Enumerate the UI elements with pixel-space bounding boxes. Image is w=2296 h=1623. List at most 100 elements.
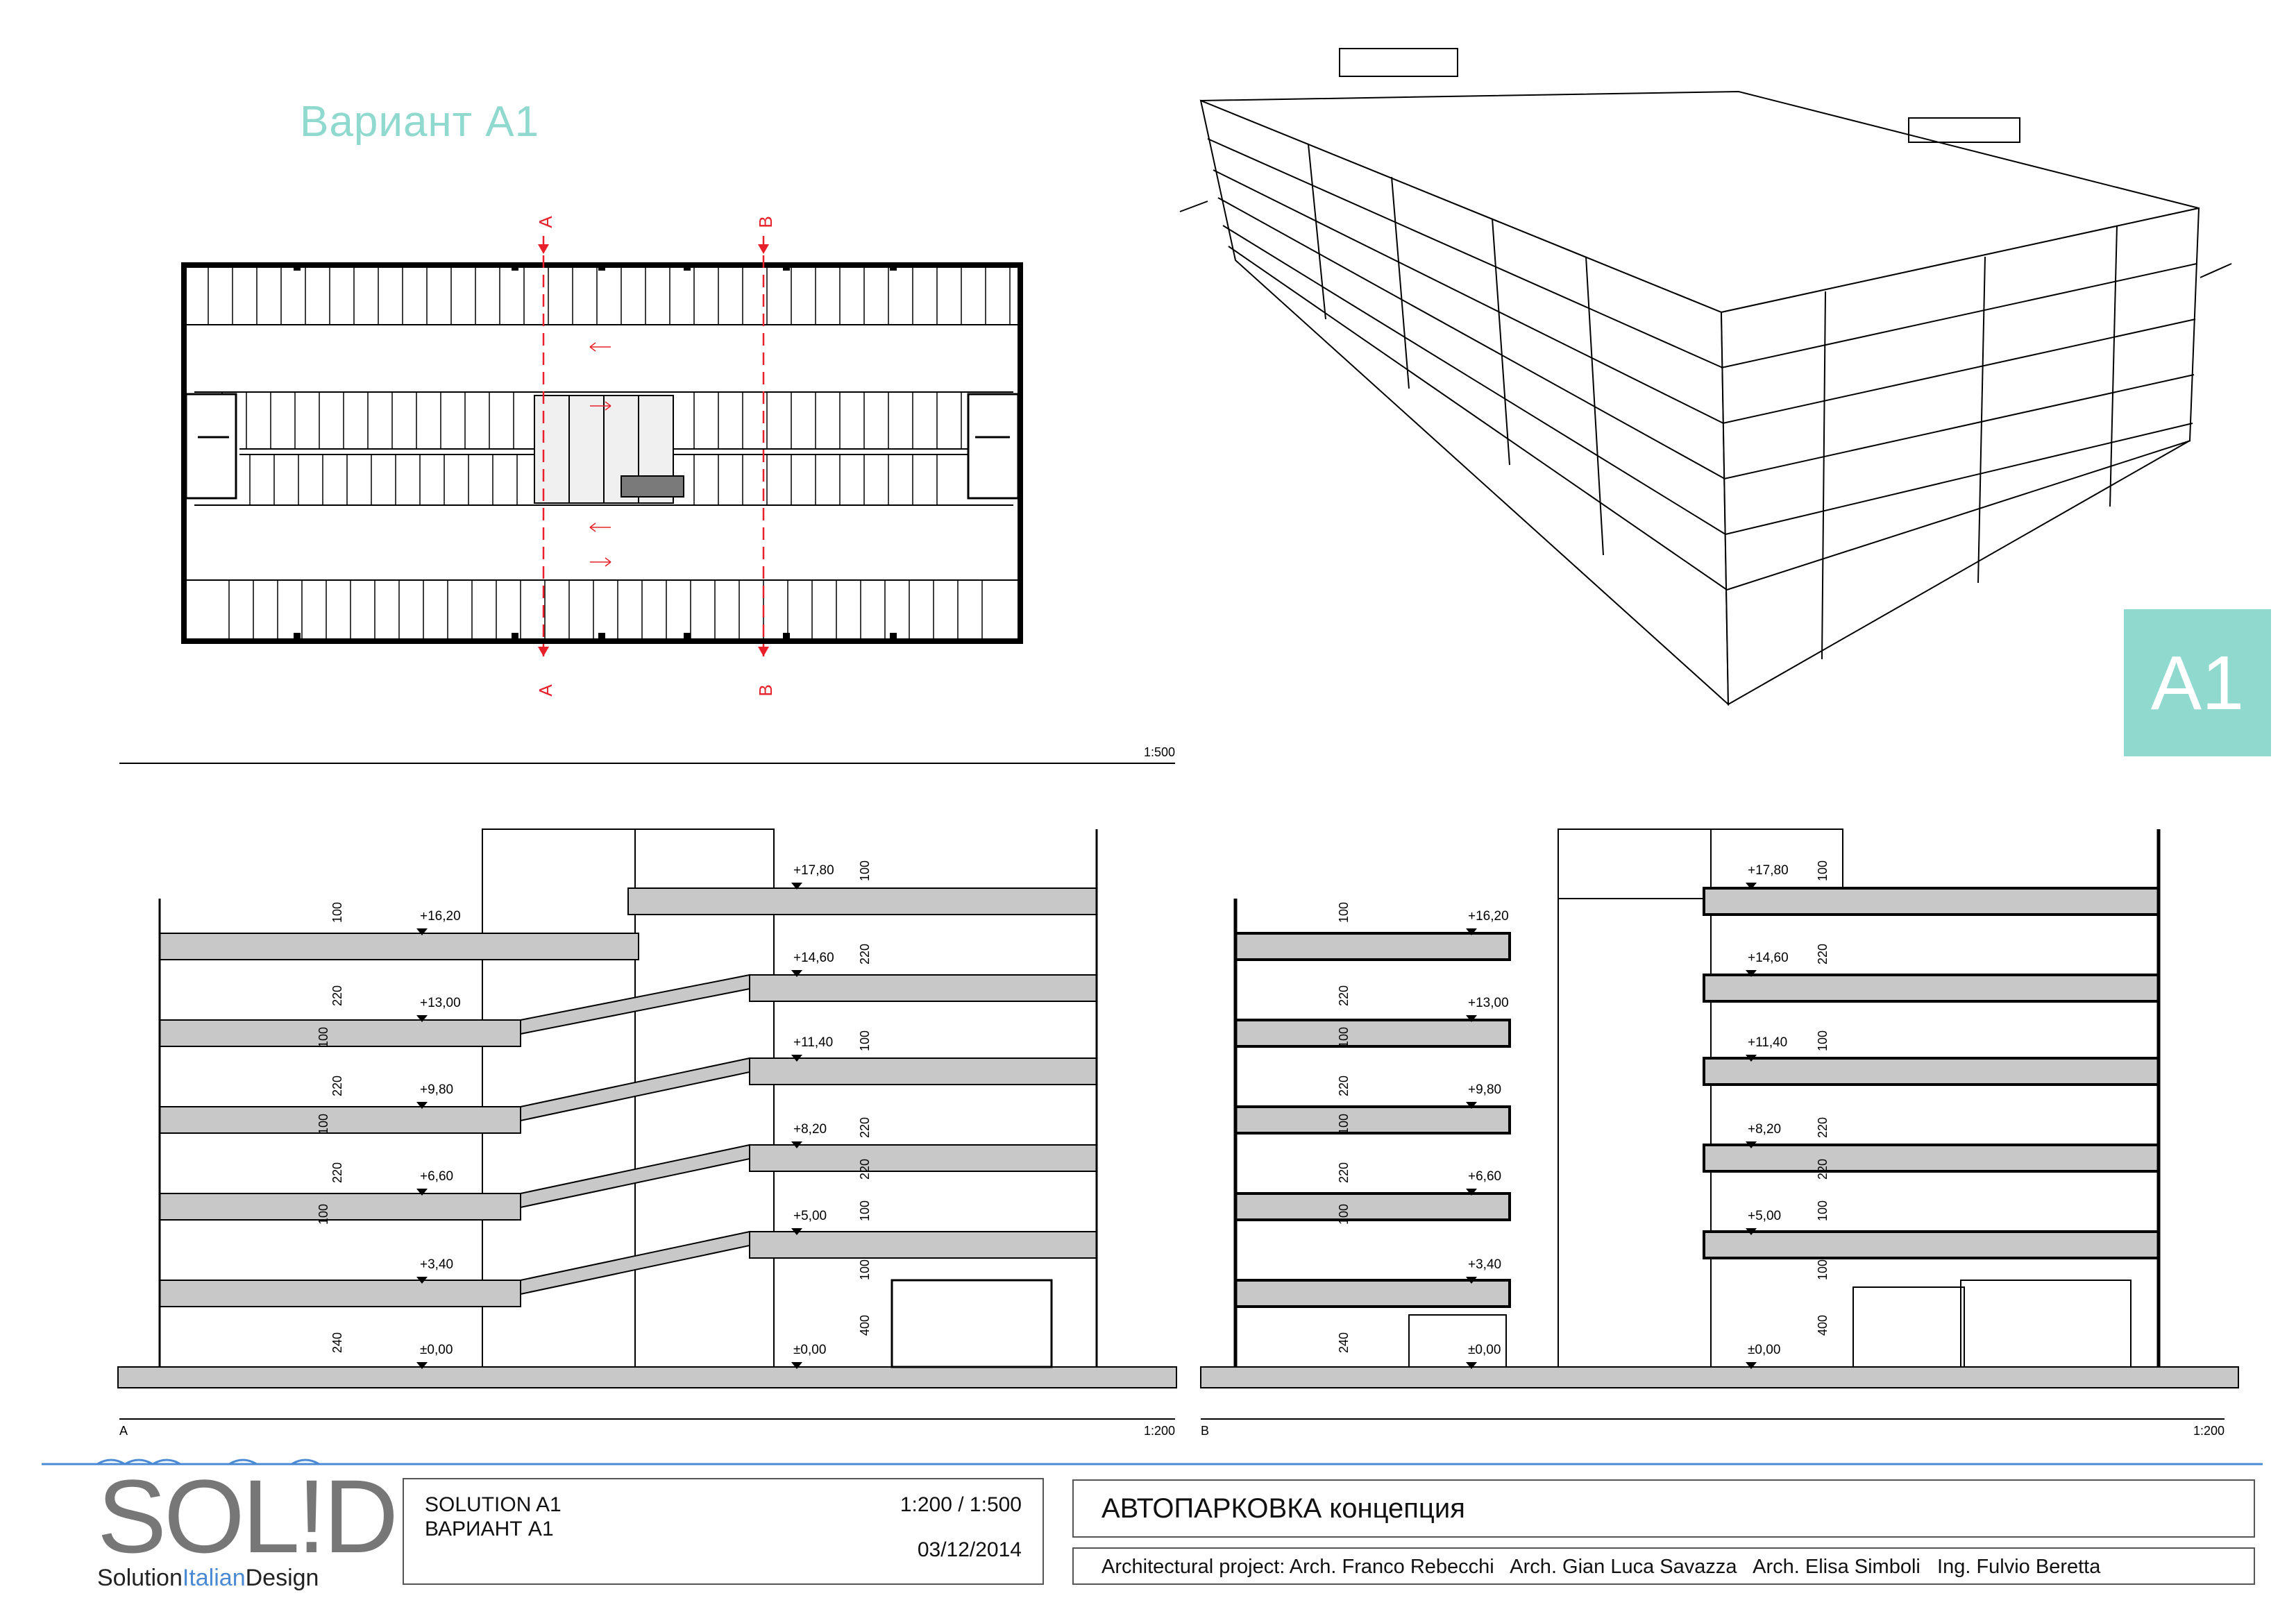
dim-a: 400: [858, 1315, 872, 1336]
logo-word-design: Design: [245, 1565, 319, 1591]
dim-b: 220: [1337, 1162, 1351, 1183]
level-b-1140: +11,40: [1748, 1035, 1787, 1050]
level-b-820: +8,20: [1748, 1122, 1781, 1137]
logo-tagline: SolutionItalianDesign: [97, 1565, 361, 1592]
section-b: +17,80 +16,20 +14,60 +13,00 +11,40 +9,80…: [1200, 829, 2239, 1438]
dim-a: 220: [858, 1117, 872, 1138]
dim-b: 100: [1816, 860, 1830, 881]
floor-plan: A B A B 1:500: [119, 216, 1175, 764]
level-a-1620: +16,20: [420, 909, 461, 924]
credits-box: Architectural project: Arch. Franco Rebe…: [1072, 1547, 2255, 1585]
dim-b: 220: [1816, 1117, 1830, 1138]
level-a-820: +8,20: [793, 1122, 827, 1137]
section-mark-a-bottom: A: [535, 684, 556, 697]
section-a-dims: 100 100 220 220 100 100 220 220 100 100 …: [316, 860, 872, 1353]
dim-b: 220: [1816, 1159, 1830, 1180]
section-b-label: B: [1201, 1424, 1209, 1438]
level-a-1780: +17,80: [793, 863, 834, 878]
solution-box: SOLUTION A1 ВАРИАНТ А1 1:200 / 1:500 03/…: [403, 1478, 1044, 1585]
columns: [294, 264, 897, 640]
dim-b: 220: [1816, 944, 1830, 965]
dim-a: 220: [330, 985, 344, 1006]
dim-b: 100: [1816, 1259, 1830, 1280]
solution-en: SOLUTION A1: [425, 1493, 562, 1516]
dim-b: 240: [1337, 1332, 1351, 1353]
perspective-view: [1179, 48, 2232, 706]
project-title-box: АВТОПАРКОВКА концепция: [1072, 1479, 2255, 1538]
solution-ru: ВАРИАНТ А1: [425, 1518, 554, 1540]
dim-a: 100: [858, 1030, 872, 1051]
level-a-660: +6,60: [420, 1169, 453, 1184]
level-a-1460: +14,60: [793, 951, 834, 965]
logo-word-solution: Solution: [97, 1565, 183, 1591]
variant-title: Вариант А1: [300, 98, 540, 146]
dim-a: 220: [330, 1076, 344, 1096]
section-lines: [542, 236, 765, 663]
dim-b: 100: [1337, 1114, 1351, 1135]
level-b-980: +9,80: [1468, 1082, 1501, 1097]
dim-b: 100: [1816, 1030, 1830, 1051]
dim-b: 220: [1337, 1076, 1351, 1096]
dim-a: 220: [858, 1159, 872, 1180]
dim-a: 220: [858, 944, 872, 965]
dim-a: 100: [858, 1200, 872, 1221]
logo-main: SOL!D: [97, 1458, 398, 1574]
level-a-000-left: ±0,00: [420, 1343, 453, 1357]
section-b-levels: +17,80 +16,20 +14,60 +13,00 +11,40 +9,80…: [1466, 863, 1789, 1369]
level-a-500: +5,00: [793, 1209, 827, 1223]
level-a-340: +3,40: [420, 1257, 453, 1272]
level-b-340: +3,40: [1468, 1257, 1501, 1272]
parking-stalls-top: [208, 267, 1011, 638]
level-a-1300: +13,00: [420, 996, 461, 1010]
dim-b: 100: [1337, 1027, 1351, 1048]
ramp-core: [534, 395, 684, 504]
section-mark-b-top: B: [755, 216, 776, 228]
section-b-dims: 100 100 220 220 100 100 220 220 100 100 …: [1337, 860, 1830, 1353]
level-b-1300: +13,00: [1468, 996, 1509, 1010]
dim-b: 220: [1337, 985, 1351, 1006]
dim-b: 100: [1337, 902, 1351, 923]
level-a-1140: +11,40: [793, 1035, 833, 1050]
dim-a: 100: [858, 860, 872, 881]
level-b-1620: +16,20: [1468, 909, 1509, 924]
dim-a: 100: [330, 902, 344, 923]
level-b-500: +5,00: [1748, 1209, 1781, 1223]
dim-a: 100: [316, 1027, 330, 1048]
drawing-date: 03/12/2014: [917, 1538, 1022, 1561]
section-mark-b-bottom: B: [755, 684, 776, 696]
dim-a: 100: [858, 1259, 872, 1280]
variant-badge: A1: [2124, 609, 2271, 756]
logo-word-italian: Italian: [182, 1565, 246, 1591]
dim-b: 100: [1816, 1200, 1830, 1221]
level-b-000-right: ±0,00: [1748, 1343, 1780, 1357]
level-b-1460: +14,60: [1748, 951, 1789, 965]
dim-a: 240: [330, 1332, 344, 1353]
stair-cores: [185, 393, 1020, 500]
section-b-slabs: [1200, 887, 2239, 1388]
dim-b: 100: [1337, 1204, 1351, 1225]
level-b-660: +6,60: [1468, 1169, 1501, 1184]
traffic-arrows: [589, 342, 611, 567]
dim-b: 400: [1816, 1315, 1830, 1336]
section-a-levels: +17,80 +16,20 +14,60 +13,00 +11,40 +9,80…: [416, 863, 834, 1369]
level-a-000-right: ±0,00: [793, 1343, 826, 1357]
dim-a: 220: [330, 1162, 344, 1183]
dim-a: 100: [316, 1114, 330, 1135]
project-title: АВТОПАРКОВКА концепция: [1101, 1493, 1465, 1524]
project-credits: Architectural project: Arch. Franco Rebe…: [1101, 1556, 2101, 1578]
section-a-scale: 1:200: [1144, 1424, 1175, 1438]
title-block-line: [42, 1459, 2263, 1465]
section-b-scale: 1:200: [2193, 1424, 2225, 1438]
section-a: +17,80 +16,20 +14,60 +13,00 +11,40 +9,80…: [117, 829, 1177, 1438]
level-b-000-left: ±0,00: [1468, 1343, 1501, 1357]
plan-scale: 1:500: [1144, 745, 1175, 759]
dim-a: 100: [316, 1204, 330, 1225]
drawing-scales: 1:200 / 1:500: [900, 1493, 1022, 1516]
section-markers: [538, 244, 769, 656]
section-mark-a-top: A: [535, 216, 556, 228]
level-a-980: +9,80: [420, 1082, 453, 1097]
level-b-1780: +17,80: [1748, 863, 1789, 878]
section-a-slabs: [117, 887, 1177, 1388]
logo: SOL!D SolutionItalianDesign: [97, 1458, 398, 1592]
section-a-label: A: [119, 1424, 128, 1438]
